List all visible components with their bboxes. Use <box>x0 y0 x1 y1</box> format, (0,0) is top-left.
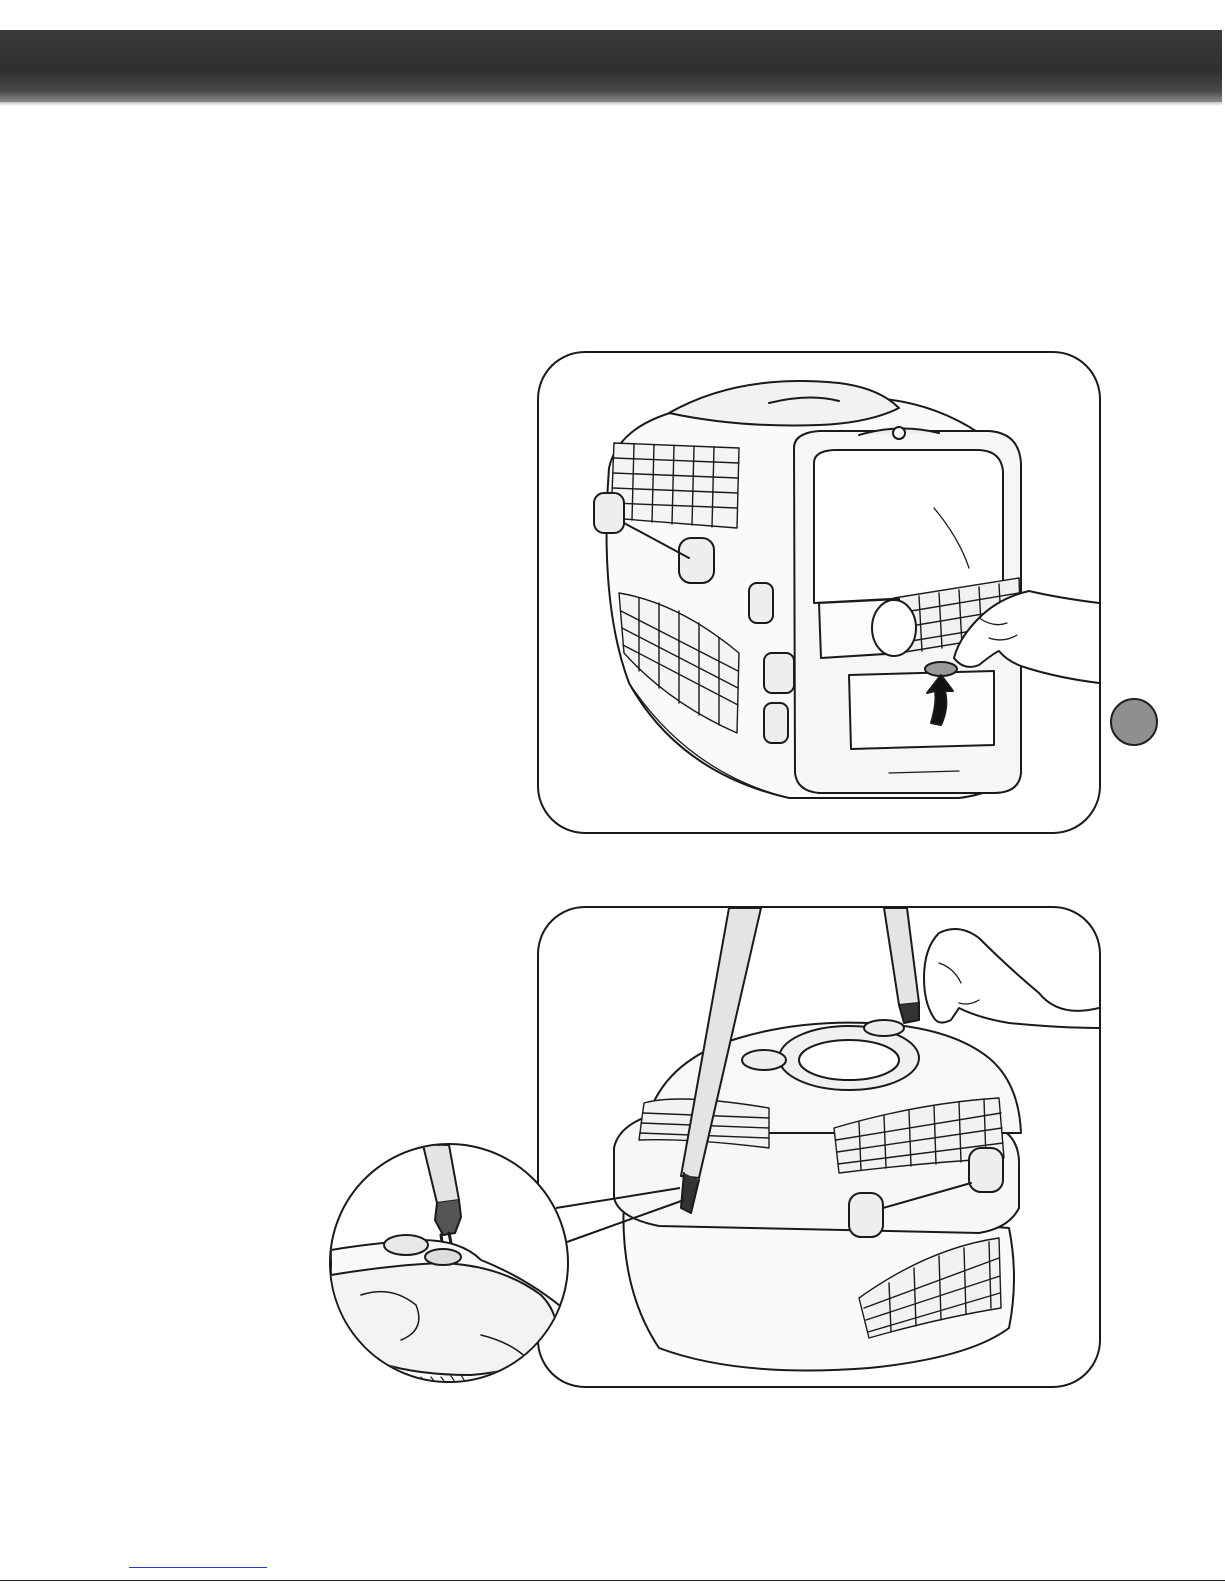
pet-carrier-shoulder-strap-icon <box>539 908 1099 1386</box>
step-marker-circle <box>1110 698 1158 746</box>
strap-clip-detail-icon <box>331 1145 569 1383</box>
pet-carrier-door-release-icon <box>539 353 1099 832</box>
footer-rule <box>0 1580 1225 1581</box>
zoom-detail-circle <box>329 1143 569 1383</box>
illustration-panel-bottom <box>537 906 1101 1388</box>
footer-link-underline[interactable] <box>129 1567 267 1568</box>
header-bar <box>0 30 1222 102</box>
illustration-panel-top <box>537 351 1101 834</box>
